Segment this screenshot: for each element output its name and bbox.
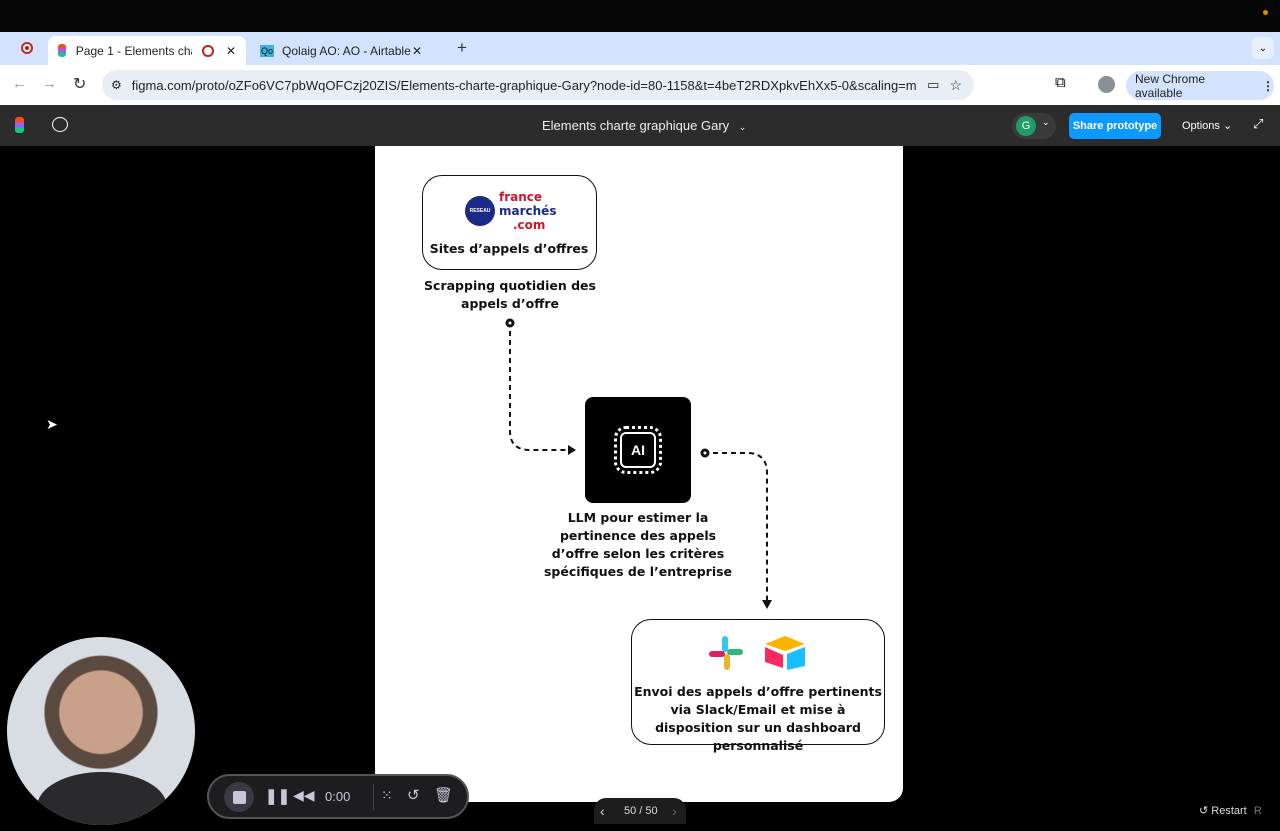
fullscreen-icon[interactable]: ⤢ [1253,116,1264,131]
restart-label: Restart [1211,805,1247,817]
ai-chip-icon: AI [614,426,662,474]
ai-chip-box: AI [585,397,691,503]
rewind-icon[interactable]: ◀◀ [293,787,315,803]
star-icon[interactable]: ☆ [949,76,962,93]
camera-icon[interactable]: ▭ [927,77,940,92]
previous-page-icon[interactable]: ‹ [600,803,605,819]
divider [373,784,374,810]
tab-label: Qolaig AO: AO - Airtable [282,43,411,58]
mouse-cursor-icon: ➤ [46,416,58,432]
chevron-down-icon: ⌄ [738,122,747,132]
page-navigator: ‹ 50 / 50 › [594,798,686,824]
next-page-icon[interactable]: › [672,803,677,819]
menu-icon: ⋮ [1262,78,1274,93]
avatar: G [1016,116,1036,136]
file-title-text: Elements charte graphique Gary [542,118,730,133]
tab-figma[interactable]: Page 1 - Elements charte ✕ [48,36,246,65]
new-chrome-button[interactable]: New Chrome available ⋮ [1126,71,1274,100]
tab-label: Page 1 - Elements charte [75,43,192,58]
stop-button[interactable] [224,782,254,812]
stop-icon [232,790,246,804]
webcam-overlay [7,637,195,825]
avatar-menu[interactable]: G⌄ [1012,113,1056,139]
step1-label: Scrapping quotidien des appels d’offre [424,278,596,311]
url-text: figma.com/proto/oZFo6VC7pbWqOFCzj20ZIS/E… [131,77,918,93]
recording-icon[interactable] [21,42,33,54]
airtable-favicon-icon: Qo [260,44,275,57]
arrow-2 [713,452,768,601]
back-icon[interactable]: ← [12,75,27,92]
tab-search-chevron-icon[interactable]: ⌄ [1252,37,1274,59]
slack-icon [709,636,743,670]
status-dot [1263,10,1268,15]
tab-airtable[interactable]: Qo Qolaig AO: AO - Airtable ✕ [250,36,445,65]
close-icon[interactable]: ✕ [412,43,423,58]
recorder-controls: ❚❚ ◀◀ 0:00 ⁙ ↺ 🗑 [207,774,469,819]
file-title[interactable]: Elements charte graphique Gary ⌄ [542,118,746,133]
source-title: Sites d’appels d’offres [429,241,589,256]
connector-arrows [505,318,772,609]
profile-avatar[interactable] [1098,76,1115,93]
airtable-icon [765,636,805,670]
chevron-down-icon: ⌄ [1042,117,1050,127]
trash-icon[interactable]: 🗑 [434,787,454,804]
site-info-icon[interactable]: ⚙ [111,78,122,92]
page-counter: 50 / 50 [624,805,658,817]
tab-strip: Page 1 - Elements charte ✕ Qo Qolaig AO:… [0,32,1280,65]
reload-icon[interactable]: ↻ [73,76,87,93]
url-field[interactable]: ⚙ figma.com/proto/oZFo6VC7pbWqOFCzj20ZIS… [102,70,974,100]
share-prototype-button[interactable]: Share prototype [1069,113,1161,139]
restart-recording-icon[interactable]: ↺ [407,787,420,804]
options-button[interactable]: Options ⌄ [1182,120,1233,132]
figma-toolbar: Elements charte graphique Gary ⌄ G⌄ Shar… [0,105,1280,146]
restart-shortcut: R [1253,805,1262,817]
logo-badge: RESEAU [465,196,495,226]
update-label: New Chrome available [1135,71,1206,100]
step2-label: LLM pour estimer la pertinence des appel… [543,510,733,579]
recording-time: 0:00 [325,789,351,804]
output-label: Envoi des appels d’offre pertinents via … [634,684,882,753]
new-tab-icon[interactable]: + [457,38,467,57]
output-box: Envoi des appels d’offre pertinents via … [631,619,885,753]
os-top-bar [0,0,1280,32]
arrow-1 [509,331,568,451]
forward-icon[interactable]: → [42,75,57,92]
recording-icon [202,44,214,57]
options-label: Options [1182,120,1220,132]
grid-icon[interactable]: ⁙ [381,787,393,803]
pause-icon[interactable]: ❚❚ [265,788,291,805]
close-icon[interactable]: ✕ [225,43,237,58]
figma-logo-icon[interactable] [15,117,24,133]
figma-favicon-icon [58,44,66,57]
extensions-icon[interactable]: ⧉ [1055,74,1066,91]
restart-button[interactable]: ↺ Restart R [1199,805,1262,817]
comment-icon[interactable] [52,117,68,132]
